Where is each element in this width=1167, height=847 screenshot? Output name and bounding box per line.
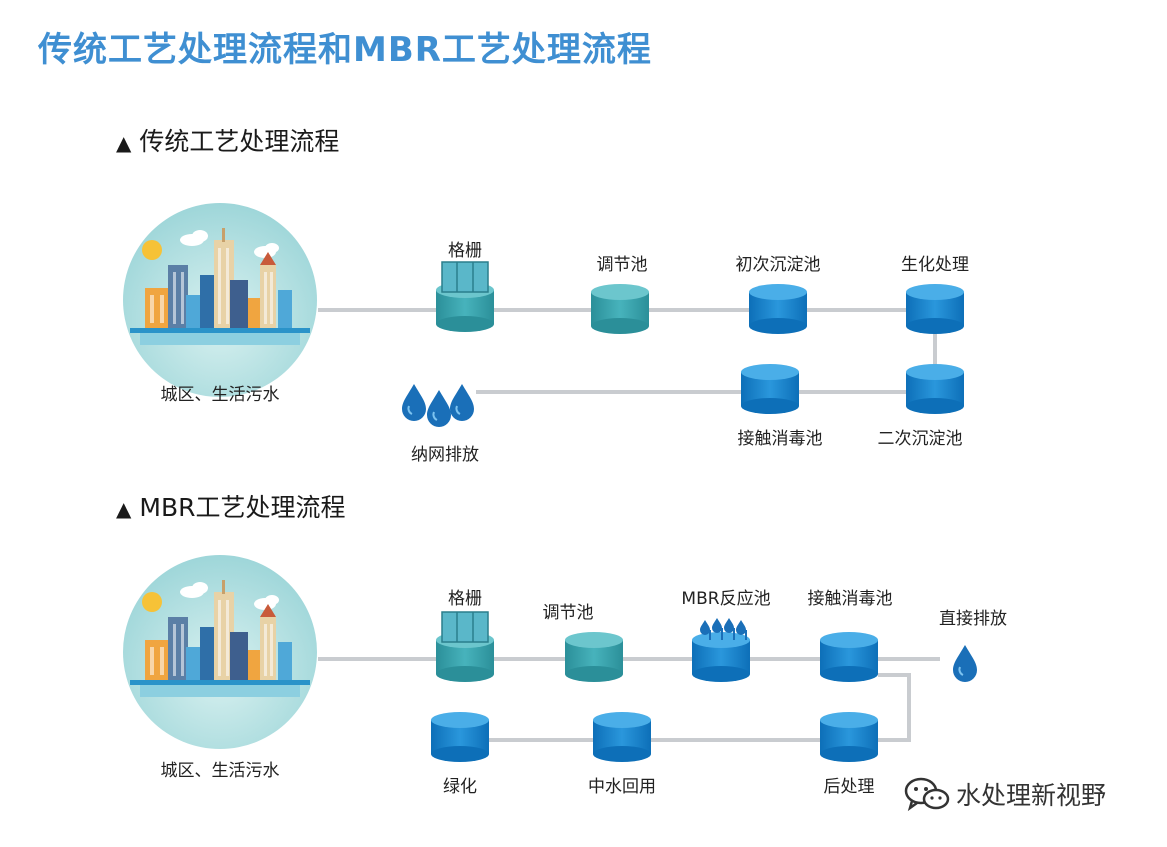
section-heading-mbr: ▲ MBR工艺处理流程 [116,488,345,524]
label-discharge: 纳网排放 [411,445,479,465]
regulating-tank-icon [565,632,623,682]
label-grille: 格栅 [448,241,482,261]
section-heading-traditional-text: 传统工艺处理流程 [139,127,340,156]
grille-tank-icon [435,261,495,333]
triangle-bullet-icon: ▲ [116,497,132,521]
biological-treatment-tank-icon [906,284,964,334]
regulating-tank-icon [591,284,649,334]
post-treatment-tank-icon [820,712,878,762]
label-disinfection: 接触消毒池 [737,429,823,449]
label-biological: 生化处理 [901,255,969,275]
label-reactor: MBR反应池 [681,589,771,609]
triangle-bullet-icon: ▲ [116,131,132,155]
label-regulating: 调节池 [542,603,594,623]
label-disinfection: 接触消毒池 [807,589,893,609]
section-heading-traditional: ▲ 传统工艺处理流程 [116,122,339,158]
watermark: 水处理新视野 [904,776,1106,812]
label-city: 城区、生活污水 [160,761,280,781]
label-secondary: 二次沉淀池 [877,429,963,449]
page-title: 传统工艺处理流程和MBR工艺处理流程 [38,30,652,70]
water-drops-icon [401,383,475,428]
grille-tank-icon [435,611,495,683]
city-skyline-icon [123,203,317,397]
label-regulating: 调节池 [596,255,648,275]
label-reuse: 中水回用 [588,777,656,797]
disinfection-tank-icon [820,632,878,682]
label-greening: 绿化 [443,777,477,797]
label-primary: 初次沉淀池 [735,255,821,275]
label-direct: 直接排放 [939,609,1007,629]
section-heading-mbr-text: MBR工艺处理流程 [139,493,346,522]
greening-tank-icon [431,712,489,762]
secondary-sedimentation-tank-icon [906,364,964,414]
city-skyline-icon [123,555,317,749]
water-drop-icon [952,644,978,683]
label-city: 城区、生活污水 [160,385,280,405]
reuse-tank-icon [593,712,651,762]
mbr-tank-icon [691,617,751,683]
disinfection-tank-icon [741,364,799,414]
watermark-text: 水处理新视野 [956,781,1107,810]
wechat-icon [904,777,950,812]
label-grille: 格栅 [448,589,482,609]
label-post: 后处理 [823,777,875,797]
primary-sedimentation-tank-icon [749,284,807,334]
